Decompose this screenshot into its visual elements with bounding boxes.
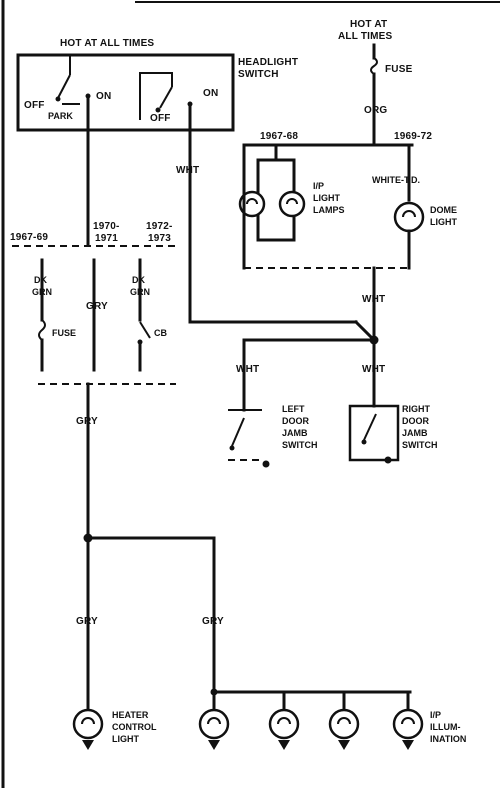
left-branch-fuse (38, 319, 46, 341)
wht-junction-label: WHT (362, 294, 385, 305)
headlight-switch-center-pivot (155, 107, 161, 113)
headlight-switch-off-left-label: OFF (24, 100, 45, 111)
ip-lamps-label-3: LAMPS (313, 205, 345, 215)
gry-center-label: GRY (86, 301, 108, 312)
dome-light-label-2: LIGHT (430, 217, 457, 227)
ip-illumination-label-3: INATION (430, 734, 466, 744)
illum-lamp-4 (392, 708, 424, 740)
headlight-switch-center-blade (159, 86, 173, 109)
range-1970-1971-label-1: 1970- (93, 221, 120, 232)
heater-control-label-1: HEATER (112, 710, 149, 720)
hot-at-all-times-left-label: HOT AT ALL TIMES (60, 38, 154, 49)
illum-lamp-3 (328, 708, 360, 740)
wht-left-door-label: WHT (236, 364, 259, 375)
left-door-ground-dot (262, 460, 270, 468)
headlight-switch-on-right-label: ON (203, 88, 218, 99)
headlight-switch-park-label: PARK (48, 111, 73, 121)
wht-headlight-label: WHT (176, 165, 199, 176)
dk-grn-left-label-1: DK (34, 275, 47, 285)
fuse-small-label: FUSE (52, 328, 76, 338)
illum-lamp-4-filament (401, 717, 415, 725)
range-1969-72-label: 1969-72 (394, 131, 432, 142)
right-door-label-1: RIGHT (402, 404, 431, 414)
gry-mid-label: GRY (76, 416, 98, 427)
dk-grn-left-label-2: GRN (32, 287, 52, 297)
circuit-breaker-blade (139, 321, 151, 339)
headlight-switch-box (16, 53, 235, 132)
dome-light-lamp (393, 201, 425, 233)
org-wire-label: ORG (364, 105, 387, 116)
gry-lower-left-label: GRY (76, 616, 98, 627)
range-1970-1971-label-2: 1971 (95, 233, 118, 244)
illum-lamp-3-filament (337, 717, 351, 725)
illum-lamp-2 (268, 708, 300, 740)
ip-lamps-label-2: LIGHT (313, 193, 340, 203)
illum-lamp-4-ground (402, 740, 414, 750)
ip-lamp-2 (278, 190, 306, 218)
dome-light-label-1: DOME (430, 205, 457, 215)
range-1967-68-label: 1967-68 (260, 131, 298, 142)
right-door-switch-blade (363, 413, 377, 441)
ip-lamp-1 (238, 190, 266, 218)
fuse-label: FUSE (385, 64, 413, 75)
ip-lamp-1-filament (246, 198, 258, 205)
white-td-label: WHITE-T.D. (372, 175, 420, 185)
illum-lamp-2-ground (278, 740, 290, 750)
heater-control-label-3: LIGHT (112, 734, 139, 744)
heater-control-filament (81, 717, 95, 725)
range-1972-1973-label-2: 1973 (148, 233, 171, 244)
right-door-label-2: DOOR (402, 416, 430, 426)
gry-lower-right-label: GRY (202, 616, 224, 627)
right-door-label-4: SWITCH (402, 440, 438, 450)
right-door-switch-pivot (361, 439, 367, 445)
heater-control-lamp (72, 708, 104, 740)
dk-grn-right-label-2: GRN (130, 287, 150, 297)
right-door-ground-dot (384, 456, 392, 464)
headlight-switch-label-1: HEADLIGHT (238, 57, 298, 68)
left-door-switch-blade (231, 417, 245, 447)
illum-lamp-1 (198, 708, 230, 740)
ip-lamp-2-filament (286, 198, 298, 205)
right-door-switch-box (348, 404, 400, 462)
left-door-label-2: DOOR (282, 416, 310, 426)
headlight-switch-left-pivot (55, 96, 61, 102)
range-1972-1973-label-1: 1972- (146, 221, 173, 232)
headlight-switch-off-center-label: OFF (150, 113, 171, 124)
dk-grn-right-label-1: DK (132, 275, 145, 285)
left-door-switch-pivot (229, 445, 235, 451)
ip-lamps-label-1: I/P (313, 181, 324, 191)
headlight-switch-left-blade (57, 74, 71, 99)
headlight-switch-label-2: SWITCH (238, 69, 279, 80)
left-door-label-3: JAMB (282, 428, 308, 438)
hot-at-all-times-right-label-2: ALL TIMES (338, 31, 393, 42)
illum-lamp-1-filament (207, 717, 221, 725)
left-door-label-4: SWITCH (282, 440, 318, 450)
ip-illumination-label-1: I/P (430, 710, 441, 720)
hot-at-all-times-right-label-1: HOT AT (350, 19, 387, 30)
illum-lamp-1-ground (208, 740, 220, 750)
heater-control-ground (82, 740, 94, 750)
headlight-switch-center-box (139, 72, 173, 120)
headlight-switch-on-left-label: ON (96, 91, 111, 102)
range-1967-69-label: 1967-69 (10, 232, 48, 243)
cb-label: CB (154, 328, 167, 338)
wht-right-door-label: WHT (362, 364, 385, 375)
right-door-label-3: JAMB (402, 428, 428, 438)
ip-illumination-label-2: ILLUM- (430, 722, 461, 732)
illum-lamp-3-ground (338, 740, 350, 750)
heater-control-label-2: CONTROL (112, 722, 157, 732)
fuse-symbol (370, 57, 378, 75)
dome-light-filament (402, 210, 416, 218)
left-door-label-1: LEFT (282, 404, 305, 414)
illum-lamp-2-filament (277, 717, 291, 725)
